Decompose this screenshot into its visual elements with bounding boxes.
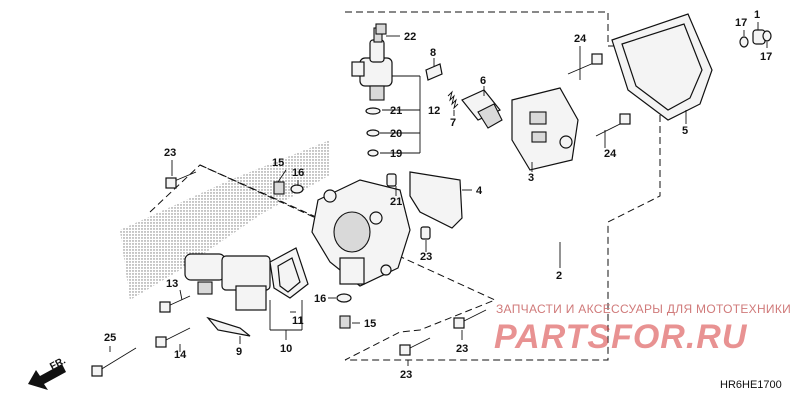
valve-body-main	[311, 179, 411, 287]
o-ring-19	[366, 129, 380, 137]
callout-15-upper: 15	[272, 157, 284, 169]
callout-16-lower: 16	[314, 293, 326, 305]
bolt-22	[375, 23, 387, 35]
callout-17-a: 17	[735, 17, 747, 29]
o-ring-18	[367, 149, 379, 157]
washer-17-b	[762, 30, 772, 42]
assembly-outline-lower	[149, 164, 497, 361]
bolt-25	[91, 347, 137, 377]
dowel-pin-21-a	[386, 173, 397, 187]
callout-21-a: 21	[390, 196, 402, 208]
watermark-tagline: ЗАПЧАСТИ И АКСЕССУАРЫ ДЛЯ МОТОТЕХНИКИ	[496, 302, 792, 316]
callout-8: 8	[430, 47, 436, 59]
o-ring-20	[365, 107, 381, 115]
bolt-14	[155, 327, 191, 348]
callout-2: 2	[556, 270, 562, 282]
valve-spool-6	[461, 89, 503, 129]
spring-7	[447, 90, 459, 110]
callout-17-b: 17	[760, 51, 772, 63]
clip-8	[425, 63, 443, 81]
bolt-23-upper	[165, 171, 197, 189]
callout-22: 22	[404, 31, 416, 43]
assembly-outline-upper	[345, 11, 661, 361]
callout-1: 1	[754, 9, 760, 21]
callout-25: 25	[104, 332, 116, 344]
bolt-13	[159, 295, 191, 313]
solenoid-valve-upper	[351, 27, 393, 101]
callout-6: 6	[480, 75, 486, 87]
callout-12: 12	[428, 105, 440, 117]
bolt-15-lower	[339, 315, 351, 329]
callout-4: 4	[476, 185, 483, 197]
callout-20: 21	[390, 105, 402, 117]
gasket-11	[269, 247, 309, 299]
callout-16-upper: 16	[292, 167, 304, 179]
bolt-24-upper	[567, 53, 603, 75]
gasket-5	[611, 13, 713, 121]
washer-16-lower	[336, 293, 352, 303]
callout-7: 7	[450, 117, 456, 129]
callout-13: 13	[166, 278, 178, 290]
solenoid-valve-lower	[184, 253, 271, 311]
callout-21-b: 23	[420, 251, 432, 263]
callout-3: 3	[528, 172, 534, 184]
watermark-logo: PARTSFOR.RU	[494, 318, 748, 356]
bolt-23-lower-b	[453, 309, 487, 329]
dowel-pin-21-b	[420, 226, 431, 240]
callout-23-lower-b: 23	[456, 343, 468, 355]
callout-14: 14	[174, 349, 187, 361]
bolt-15-upper	[273, 181, 285, 195]
leader-lines	[109, 22, 768, 366]
callout-10: 10	[280, 343, 292, 355]
callout-18: 19	[390, 148, 402, 160]
bolt-24-lower	[595, 113, 631, 137]
cover-3	[511, 87, 579, 171]
callout-23-lower-a: 23	[400, 369, 412, 381]
shading-area	[120, 140, 330, 300]
callout-24-lower: 24	[604, 148, 617, 160]
callout-5: 5	[682, 125, 688, 137]
callout-19: 20	[390, 128, 402, 140]
washer-16-upper	[290, 184, 304, 194]
diagram-code: HR6HE1700	[720, 379, 782, 391]
bracket-9	[206, 316, 251, 337]
callout-15-lower: 15	[364, 318, 376, 330]
washer-17-a	[739, 36, 749, 48]
callout-23-upper: 23	[164, 147, 176, 159]
callout-9: 9	[236, 346, 242, 358]
gasket-4	[409, 171, 463, 229]
front-direction-arrow: FR.	[28, 355, 68, 390]
callout-24-upper: 24	[574, 33, 587, 45]
callout-11: 11	[292, 315, 304, 327]
bolt-23-lower-a	[399, 337, 431, 356]
